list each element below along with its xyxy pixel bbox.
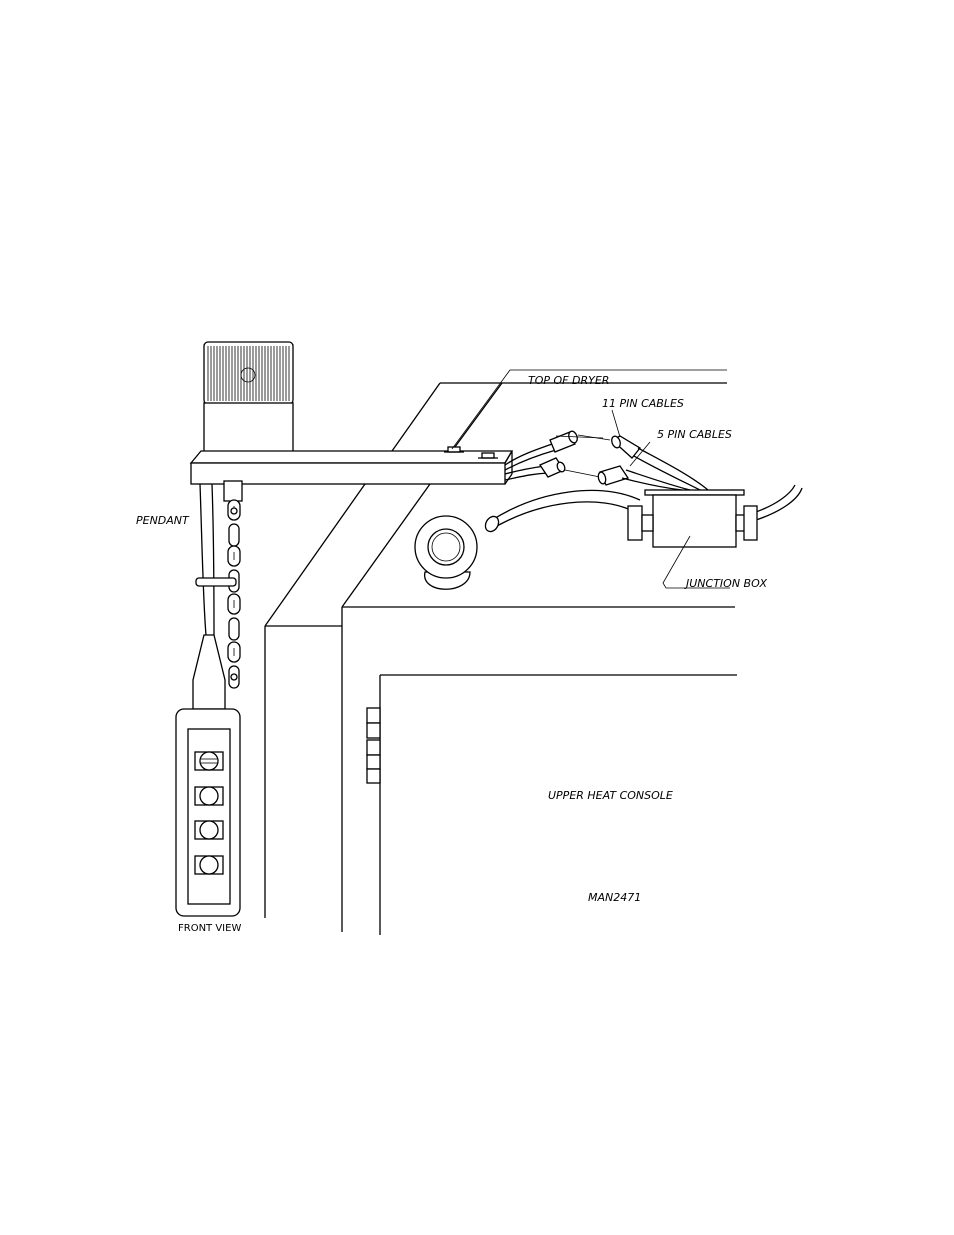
pendant-push-button: [194, 786, 224, 806]
pendant-selector-switch: [194, 751, 224, 771]
label-11-pin-cables: 11 PIN CABLES: [602, 397, 684, 410]
label-upper-heat-console: UPPER HEAT CONSOLE: [548, 789, 673, 802]
cable-reel: [414, 515, 478, 590]
label-pendant: PENDANT: [136, 514, 190, 527]
chain-link: [228, 617, 240, 641]
label-top-of-dryer: TOP OF DRYER: [528, 374, 609, 387]
pendant-push-button: [194, 855, 224, 875]
label-front-view: FRONT VIEW: [178, 923, 241, 934]
chain-link: [228, 523, 240, 547]
dryer-cabinet: [264, 382, 737, 935]
label-drawing-number: MAN2471: [588, 891, 641, 904]
chain-end-bolt: [230, 507, 238, 515]
label-5-pin-cables: 5 PIN CABLES: [657, 428, 732, 441]
label-junction-box: JUNCTION BOX: [684, 577, 767, 590]
mounting-bracket: [189, 446, 514, 485]
junction-box: [627, 489, 758, 548]
leader-lines: [451, 369, 730, 589]
pendant-cable: [192, 483, 237, 710]
connector-5pin-right: [597, 465, 630, 486]
connector-11pin-left: [549, 430, 578, 453]
chain-link: [227, 593, 241, 615]
pendant: [175, 708, 241, 917]
pendant-push-button: [194, 820, 224, 840]
beacon-light: [203, 341, 294, 461]
connector-5pin-left: [539, 457, 566, 478]
chain-link: [227, 641, 241, 663]
connector-11pin-right: [610, 435, 641, 459]
chain: [223, 480, 243, 689]
chain-end-bolt: [230, 673, 238, 681]
cables: [484, 430, 803, 533]
chain-link: [227, 545, 241, 567]
